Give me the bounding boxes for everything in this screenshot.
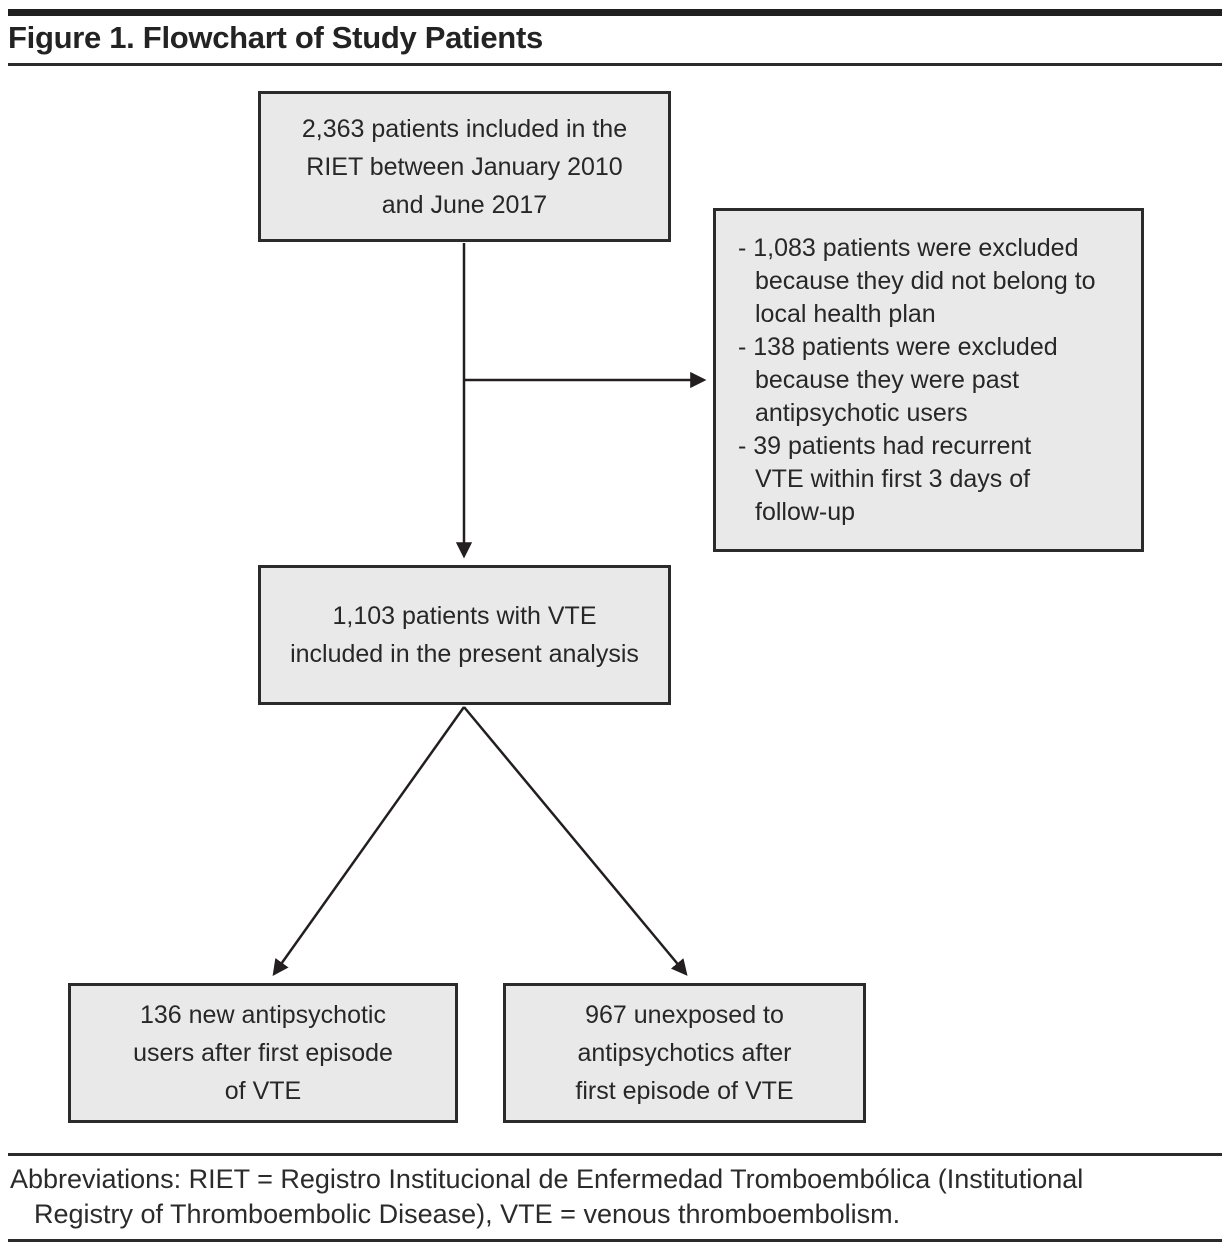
node-new-antipsychotic-users: 136 new antipsychotic users after first … bbox=[68, 983, 458, 1123]
node-new-antipsychotic-users-text: 136 new antipsychotic users after first … bbox=[133, 1001, 393, 1105]
exclusion-item-past-users: - 138 patients were excluded because the… bbox=[738, 332, 1058, 427]
figure-title: Figure 1. Flowchart of Study Patients bbox=[8, 20, 543, 55]
node-unexposed: 967 unexposed to antipsychotics after fi… bbox=[503, 983, 866, 1123]
top-rule-thick bbox=[8, 9, 1222, 16]
node-included-riet-text: 2,363 patients included in the RIET betw… bbox=[301, 114, 628, 219]
exclusion-item-health-plan: - 1,083 patients were excluded because t… bbox=[738, 233, 1096, 328]
node-analysis-text: 1,103 patients with VTE included in the … bbox=[290, 602, 639, 668]
footer-rule-top bbox=[8, 1153, 1222, 1156]
arrow-analysis-to-new-users bbox=[272, 706, 466, 976]
abbreviations-line-1: Abbreviations: RIET = Registro Instituci… bbox=[10, 1164, 1084, 1194]
node-unexposed-text: 967 unexposed to antipsychotics after fi… bbox=[575, 1001, 794, 1105]
node-exclusions: - 1,083 patients were excluded because t… bbox=[713, 208, 1144, 552]
abbreviations-note: Abbreviations: RIET = Registro Instituci… bbox=[10, 1162, 1083, 1232]
abbreviations-line-2: Registry of Thromboembolic Disease), VTE… bbox=[34, 1199, 901, 1229]
node-analysis: 1,103 patients with VTE included in the … bbox=[258, 565, 671, 705]
node-included-riet: 2,363 patients included in the RIET betw… bbox=[258, 91, 671, 242]
arrow-analysis-to-unexposed bbox=[463, 706, 688, 976]
exclusion-item-recurrent-vte: - 39 patients had recurrent VTE within f… bbox=[738, 431, 1032, 526]
title-rule bbox=[8, 63, 1222, 66]
footer-rule-bottom bbox=[8, 1239, 1222, 1242]
